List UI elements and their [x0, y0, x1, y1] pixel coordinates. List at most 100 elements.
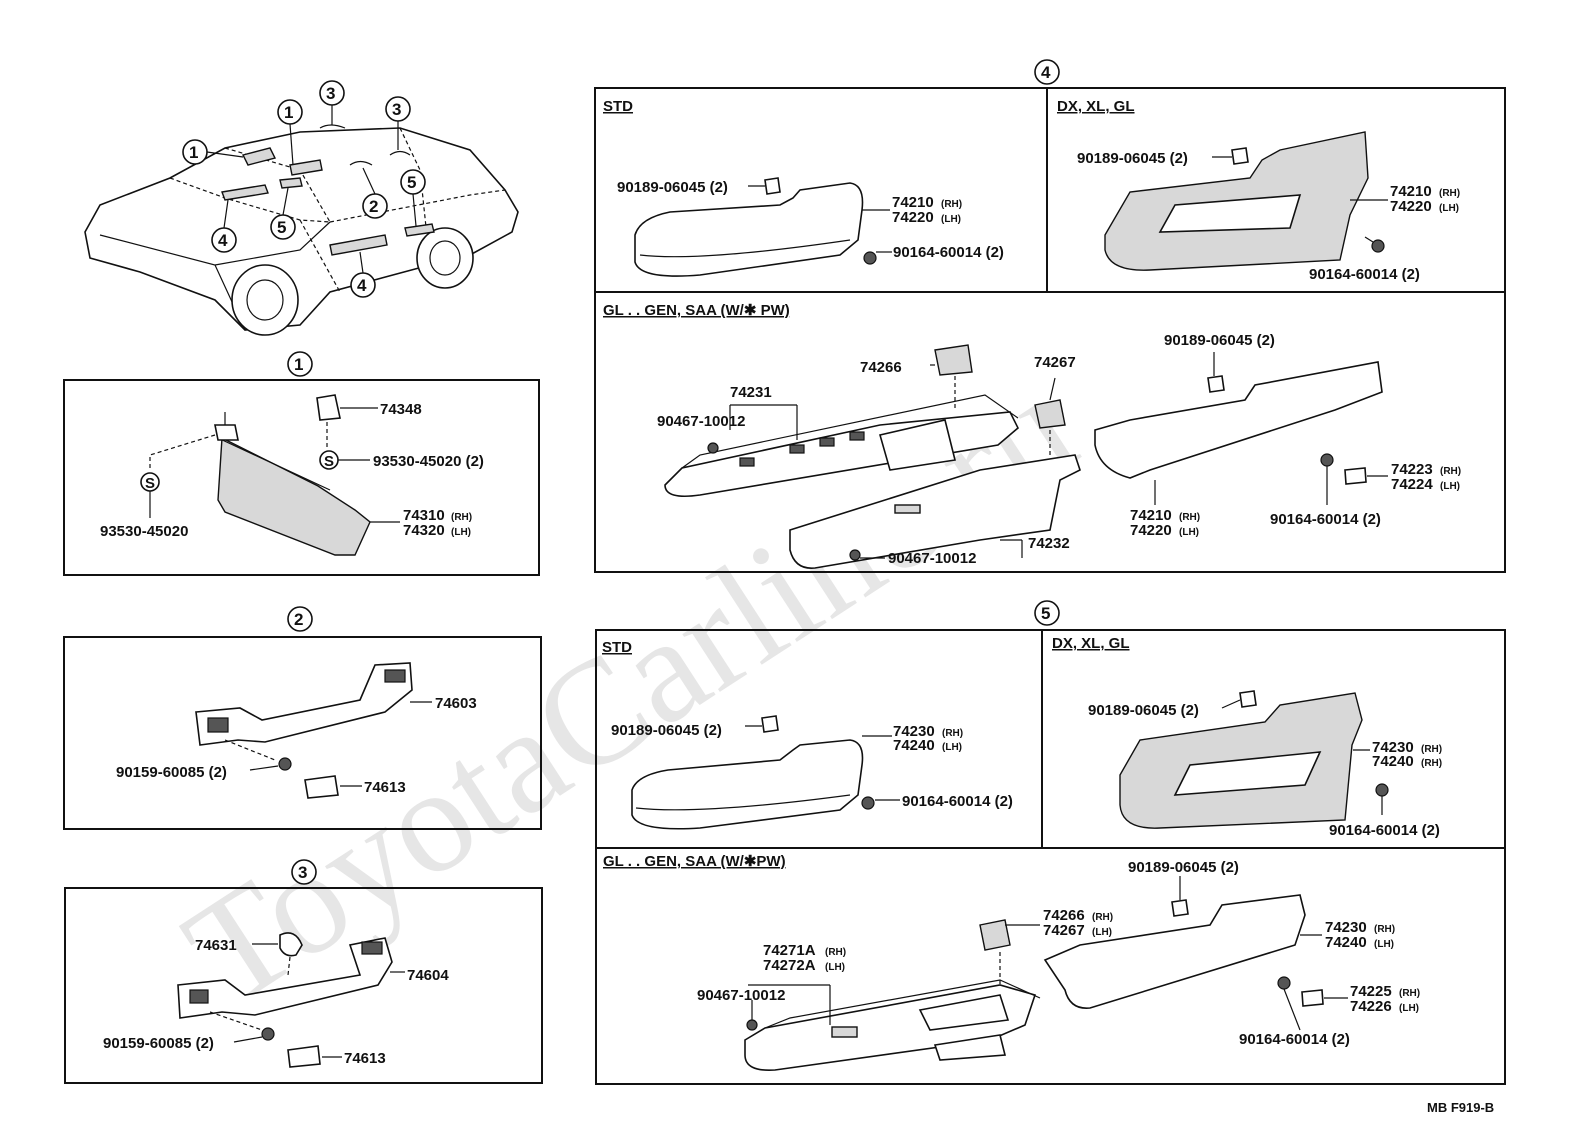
car-visor-right — [289, 159, 323, 176]
label5-74271a: 74271A — [763, 942, 816, 959]
clip5-90467 — [746, 1019, 758, 1031]
switch-panel-top — [681, 394, 1019, 469]
label5-74240-dx-rh: (RH) — [1421, 758, 1442, 769]
label-74210-dx-rh: (RH) — [1439, 188, 1460, 199]
armrest-base-top — [764, 979, 1041, 1029]
rear-hub — [429, 240, 461, 276]
label5-74230-std-rh: (RH) — [942, 728, 963, 739]
section-3: 3 74631 74604 90159-60085 (2) 74613 — [64, 859, 543, 1084]
car-callout-3a: 3 — [319, 80, 345, 106]
section-1-callout: 1 — [287, 351, 313, 377]
label-74232: 74232 — [1028, 535, 1070, 552]
label-90164-std: 90164-60014 (2) — [893, 244, 1004, 261]
switch-3 — [819, 437, 835, 447]
base5-pocket — [918, 994, 1010, 1031]
label5-74266-gl-rh: (RH) — [1092, 912, 1113, 923]
car-door-armrest — [329, 234, 388, 256]
cap5-74225 — [1301, 989, 1324, 1007]
section-4-gl-header: GL . . GEN, SAA (W/✱ PW) — [603, 302, 790, 319]
label-74210-gl4: 74210 — [1130, 507, 1172, 524]
label5-90189-dx: 90189-06045 (2) — [1088, 702, 1199, 719]
cover5-74266 — [979, 919, 1011, 951]
label5-74225-rh: (RH) — [1399, 988, 1420, 999]
visor-mount — [214, 424, 239, 441]
grip-end-right — [384, 669, 406, 683]
label-74613: 74613 — [364, 779, 406, 796]
label5-74272a: 74272A — [763, 957, 816, 974]
svg-text:5: 5 — [277, 218, 286, 237]
screw3-90159 — [261, 1027, 275, 1041]
car-armrest-small — [279, 177, 303, 189]
svg-text:3: 3 — [392, 100, 401, 119]
label-74223: 74223 — [1391, 461, 1433, 478]
label-90189-dx: 90189-06045 (2) — [1077, 150, 1188, 167]
svg-text:3: 3 — [298, 863, 307, 882]
section-5-dx-header: DX, XL, GL — [1052, 635, 1130, 652]
section-5-frame — [595, 629, 1506, 1085]
label-90159-60085: 90159-60085 (2) — [116, 764, 227, 781]
label5-90189-std: 90189-06045 (2) — [611, 722, 722, 739]
section-1-frame — [63, 379, 540, 576]
screw-90164-gl — [1320, 453, 1334, 467]
car-rear-armrest — [404, 223, 435, 237]
svg-text:3: 3 — [326, 84, 335, 103]
label-74223-rh: (RH) — [1440, 466, 1461, 477]
armrest-74230-gl — [1043, 894, 1306, 1009]
section-3-frame — [64, 887, 543, 1084]
svg-text:2: 2 — [369, 197, 378, 216]
footer-code: MB F919-B — [1427, 1100, 1494, 1115]
screw-90159 — [278, 757, 292, 771]
label5-74240-dx: 74240 — [1372, 753, 1414, 770]
label5-74230-dx-rh: (RH) — [1421, 744, 1442, 755]
label-90467-gl4-a: 90467-10012 — [657, 413, 745, 430]
section-5-gl-header: GL . . GEN, SAA (W/✱PW) — [603, 853, 786, 870]
clip5-90189-gl — [1171, 899, 1189, 917]
label-74220-std-lh: (LH) — [941, 214, 961, 225]
dashed-leader-left — [149, 434, 216, 470]
label-74603: 74603 — [435, 695, 477, 712]
rear-wheel — [416, 227, 474, 289]
label-74310-rh: (RH) — [451, 512, 472, 523]
cap-74613 — [304, 775, 339, 799]
grip3-end-left — [189, 989, 209, 1004]
svg-text:1: 1 — [284, 103, 293, 122]
label-90159-60085-3: 90159-60085 (2) — [103, 1035, 214, 1052]
label5-74230-std: 74230 — [893, 723, 935, 740]
svg-text:S: S — [324, 453, 334, 470]
armrest-74210-gl — [1094, 361, 1383, 479]
clip-90189-dx — [1231, 147, 1249, 165]
car-armrest-front — [221, 184, 269, 201]
section-5: 5 STD 90189-06045 (2) 74230 (RH) 74240 (… — [595, 600, 1506, 1085]
assist-grip-74604 — [177, 937, 393, 1019]
car-callout-4b: 4 — [350, 272, 376, 298]
label-74348: 74348 — [380, 401, 422, 418]
armrest5-dx-recess — [1173, 751, 1322, 796]
svg-text:S: S — [145, 475, 155, 492]
clip5-90189-std — [761, 715, 779, 733]
label-74613-3: 74613 — [344, 1050, 386, 1067]
clip-90189-gl — [1207, 375, 1225, 393]
car-callout-3b: 3 — [385, 96, 411, 122]
label5-90164-dx: 90164-60014 (2) — [1329, 822, 1440, 839]
armrest-74230-std — [631, 739, 864, 830]
armrest5-std-edge — [635, 794, 851, 811]
clip-90467-a — [707, 442, 719, 454]
cover-74266 — [934, 344, 973, 376]
car-callout-5a: 5 — [400, 169, 426, 195]
car-grip-rear — [389, 150, 411, 156]
clip5-90189-dx — [1239, 690, 1257, 708]
label5-74240-gl: 74240 — [1325, 934, 1367, 951]
label5-74240-gl-lh: (LH) — [1374, 939, 1394, 950]
section-4: 4 STD 90189-06045 (2) 74210 (RH) 74220 (… — [594, 59, 1506, 573]
label5-74230-gl-rh: (RH) — [1374, 924, 1395, 935]
section-4-std-header: STD — [603, 98, 633, 115]
label5-74272a-lh: (LH) — [825, 962, 845, 973]
grip3-end-right — [361, 941, 383, 955]
label5-74267-gl: 74267 — [1043, 922, 1085, 939]
label5-74240-std: 74240 — [893, 737, 935, 754]
hook-74631 — [279, 932, 303, 957]
section-4-callout: 4 — [1034, 59, 1060, 85]
label5-74230-gl: 74230 — [1325, 919, 1367, 936]
label-74220-dx-lh: (LH) — [1439, 203, 1459, 214]
